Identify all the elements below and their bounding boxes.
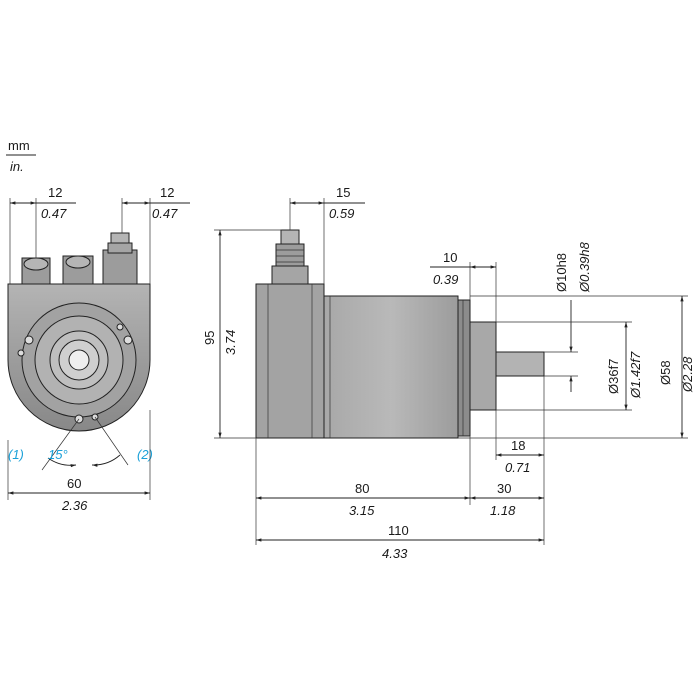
unit-in: in. [10, 159, 24, 174]
angle-label: 15° [48, 447, 68, 462]
shaft-len-mm: 18 [511, 438, 525, 453]
front-width-in: 2.36 [61, 498, 88, 513]
height-in: 3.74 [223, 330, 238, 355]
body-len-mm: 80 [355, 481, 369, 496]
shaft-len-in: 0.71 [505, 460, 530, 475]
callout-1: (1) [8, 447, 24, 462]
pilot [469, 321, 497, 411]
connector-offset-in: 0.59 [329, 206, 354, 221]
front-view: 12 0.47 12 0.47 15° (1) (2) 60 2.36 [7, 185, 190, 513]
flange-step-in: 0.39 [433, 272, 458, 287]
shaft-dia-mm: Ø10h8 [554, 253, 569, 292]
connector-offset-mm: 15 [336, 185, 350, 200]
total-len-in: 4.33 [382, 546, 408, 561]
front-right-offset-mm: 12 [160, 185, 174, 200]
flange [457, 299, 471, 437]
shaft-dia-in: Ø0.39h8 [577, 241, 592, 293]
shaft [495, 351, 545, 377]
front-len-mm: 30 [497, 481, 511, 496]
pilot-dia-in: Ø1.42f7 [628, 351, 643, 399]
pilot-dia-mm: Ø36f7 [606, 359, 621, 394]
front-left-offset-mm: 12 [48, 185, 62, 200]
front-len-in: 1.18 [490, 503, 516, 518]
body-dia-mm: Ø58 [658, 360, 673, 385]
front-connectors [21, 232, 138, 285]
callout-2: (2) [137, 447, 153, 462]
main-body [323, 295, 459, 439]
body-dia-in: Ø2.28 [680, 356, 695, 393]
total-len-mm: 110 [388, 523, 409, 538]
side-connector [271, 229, 309, 285]
front-right-offset-in: 0.47 [152, 206, 178, 221]
side-view: 15 0.59 95 3.74 10 0.39 Ø10h8 Ø0.39h8 Ø3… [202, 185, 695, 561]
unit-legend: mm in. [6, 138, 36, 174]
front-width-mm: 60 [67, 476, 81, 491]
unit-mm: mm [8, 138, 30, 153]
flange-step-mm: 10 [443, 250, 457, 265]
height-mm: 95 [202, 331, 217, 345]
rear-housing [255, 283, 325, 439]
body-len-in: 3.15 [349, 503, 375, 518]
front-left-offset-in: 0.47 [41, 206, 67, 221]
